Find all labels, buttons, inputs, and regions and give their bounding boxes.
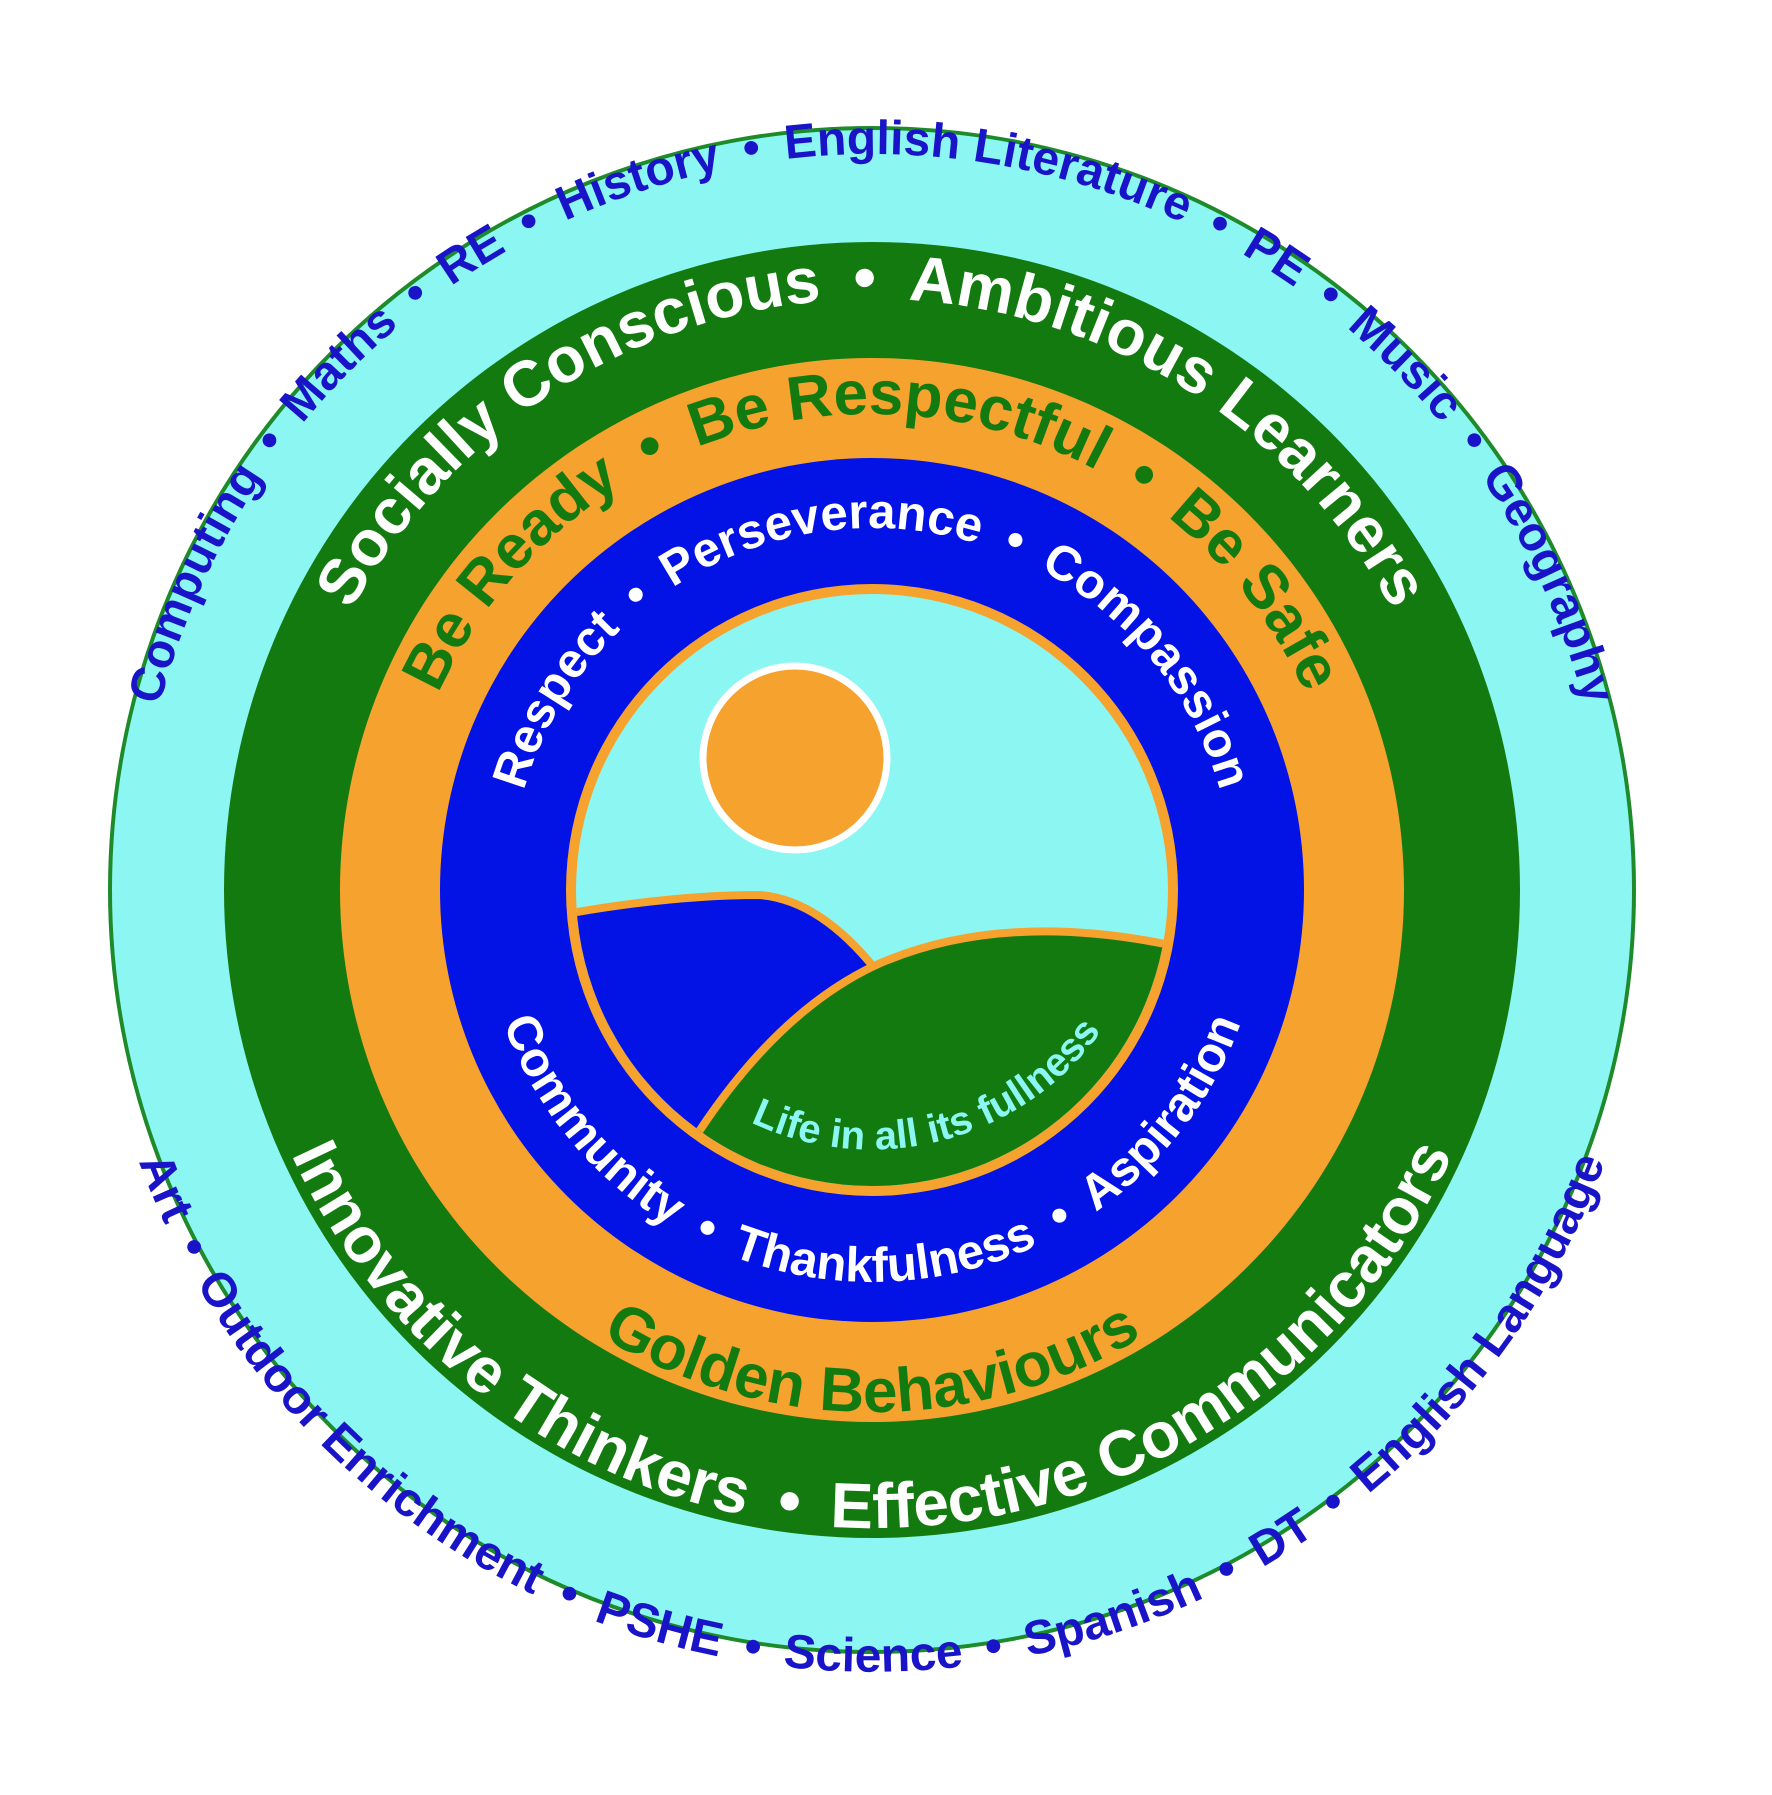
sun-icon <box>699 662 891 854</box>
